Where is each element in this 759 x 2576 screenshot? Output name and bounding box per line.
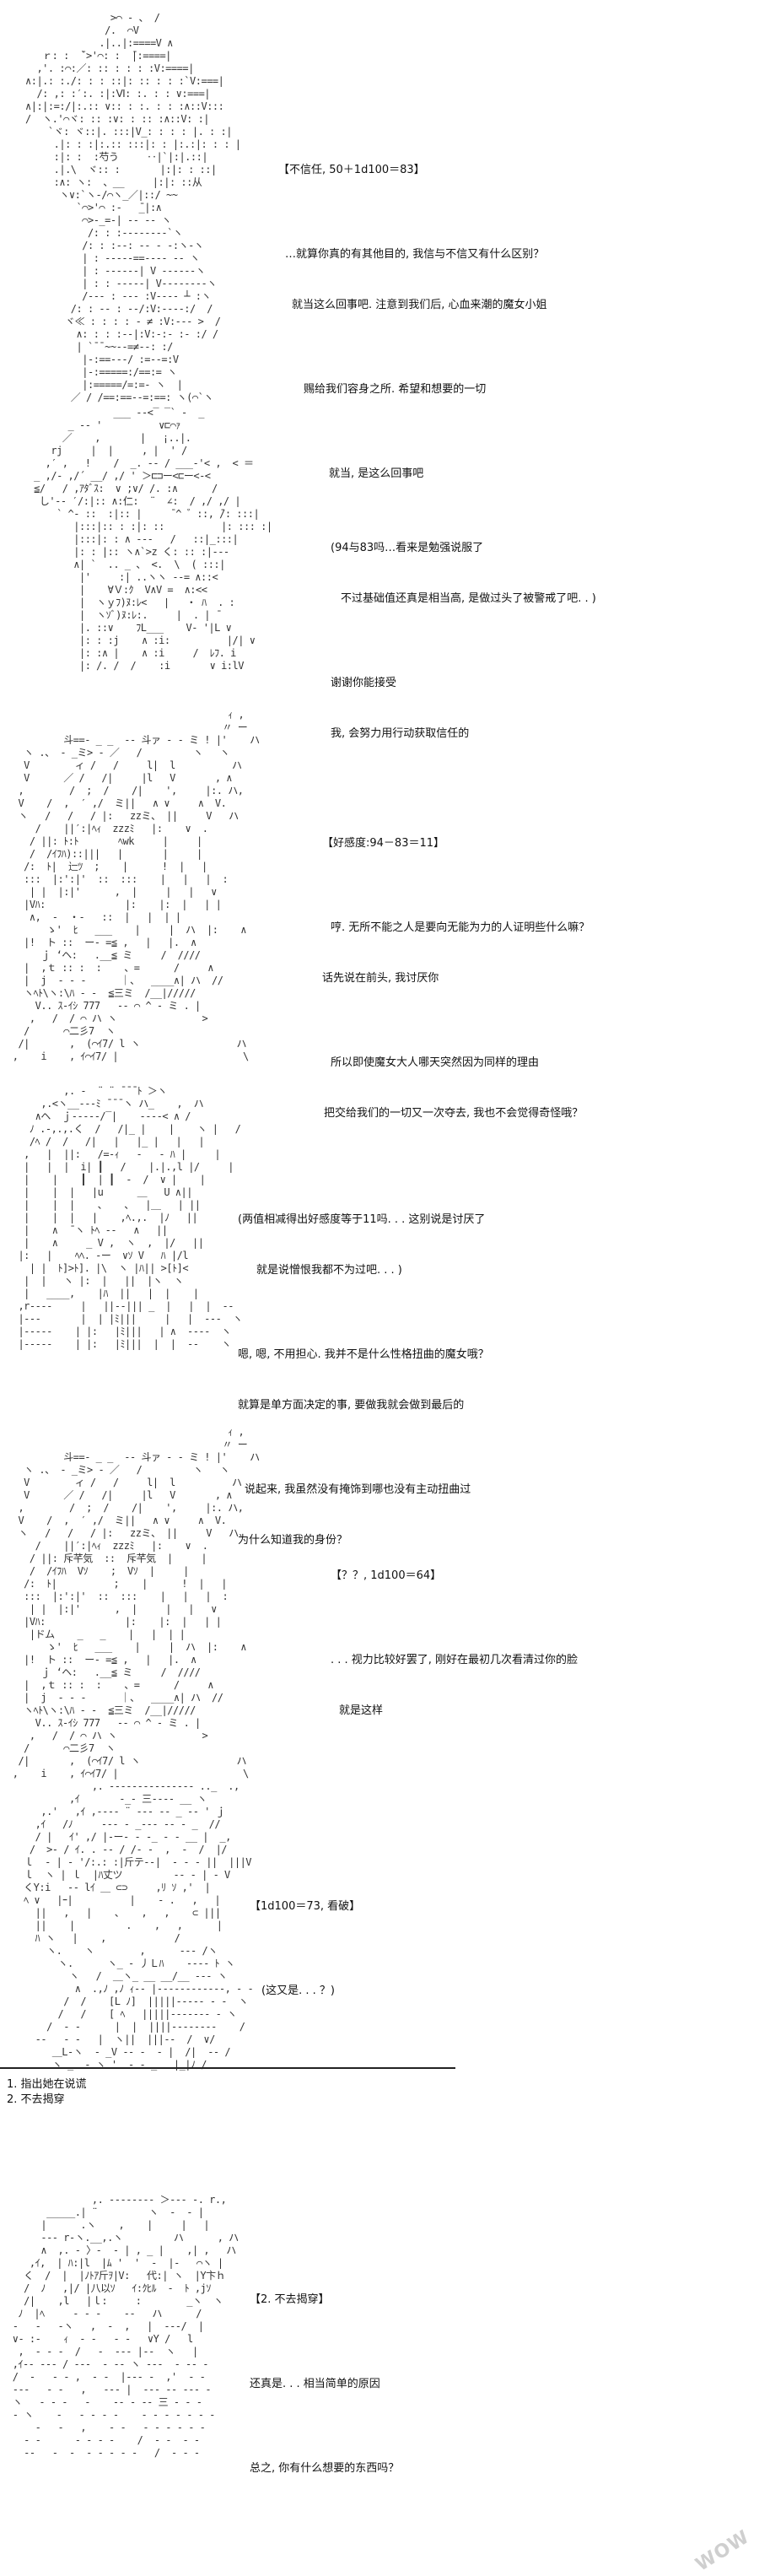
dialogue-line: 嗯, 嗯, 不用担心. 我并不是什么性格扭曲的魔女哦？ bbox=[238, 1348, 489, 1361]
panel-6: ,. ‐‐‐‐‐‐‐‐‐‐‐‐‐‐‐ .._ ., ,ｲ ‐_‐ 三‐‐‐‐ _… bbox=[0, 1780, 759, 2071]
dialogue-text: 【1d100＝73, 看破】 (这又是. . . ？) bbox=[250, 1865, 360, 2017]
ascii-art-character: ,. ‐‐‐‐‐‐‐‐ ＞‐‐‐ ‐. r., _____.| ¨ ヽ ‐ ‐ … bbox=[12, 2194, 239, 2459]
panel-2: ___ -‐<‾ ‾` ‐ _ _ -‐ ' ∨⊏⌒ｧ ／ , | ¡..|. … bbox=[0, 397, 759, 740]
dialogue-line: 就算是单方面决定的事, 要做我就会做到最后的 bbox=[238, 1399, 465, 1412]
choices-divider bbox=[0, 2067, 455, 2069]
dialogue-line: (94与83吗…看来是勉强说服了 bbox=[331, 542, 484, 554]
ascii-art-character: ___ -‐<‾ ‾` ‐ _ _ -‐ ' ∨⊏⌒ｧ ／ , | ¡..|. … bbox=[34, 407, 272, 672]
panel-4: ,. ‐ ¨ ¨ ̄ ̄ ̄ ﾄ ＞ヽ ,.<ヽ__-‐-ﾐ ̄ ̄ ̄ ヽ ハ… bbox=[0, 1055, 759, 1547]
dialogue-line: (这又是. . . ？) bbox=[261, 1985, 335, 1997]
dialogue-line: 话先说在前头, 我讨厌你 bbox=[322, 972, 439, 985]
dialogue-text: 【2. 不去揭穿】 还真是. . . 相当简单的原因 总之, 你有什么想要的东西… bbox=[250, 2258, 399, 2494]
choice-list: 1. 指出她在说谎 2. 不去揭穿 bbox=[7, 2077, 87, 2108]
dialogue-line: 把交给我们的一切又一次夺去, 我也不会觉得奇怪哦？ bbox=[324, 1107, 584, 1120]
dialogue-line: 【？？, 1d100＝64】 bbox=[331, 1569, 442, 1582]
dialogue-line: . . . 视力比较好罢了, 刚好在最初几次看清过你的脸 bbox=[331, 1654, 579, 1666]
ascii-art-character: ,. ‐ ¨ ¨ ̄ ̄ ̄ ﾄ ＞ヽ ,.<ヽ__-‐-ﾐ ̄ ̄ ̄ ヽ ハ… bbox=[18, 1085, 243, 1350]
dialogue-line: 就当, 是这么回事吧 bbox=[329, 467, 424, 480]
dialogue-line: 总之, 你有什么想要的东西吗？ bbox=[250, 2462, 400, 2475]
dialogue-line: 不过基础值还真是相当高, 是做过头了被警戒了吧. . ) bbox=[341, 592, 596, 605]
dialogue-line: 谢谢你能接受 bbox=[331, 677, 397, 689]
dialogue-line: 【好感度:94－83＝11】 bbox=[322, 837, 445, 850]
ascii-art-character: ,. ‐‐‐‐‐‐‐‐‐‐‐‐‐‐‐ .._ ., ,ｲ ‐_‐ 三‐‐‐‐ _… bbox=[24, 1780, 254, 2071]
dialogue-line: 【不信任, 50＋1d100＝83】 bbox=[278, 164, 425, 176]
panel-1: >⌒ ‐ 、 / /. ⌒V .|..|:====V ∧ ｒ: : ̄`>'⌒:… bbox=[0, 0, 759, 480]
panel-7: ,. ‐‐‐‐‐‐‐‐ ＞‐‐‐ ‐. r., _____.| ¨ ヽ ‐ ‐ … bbox=[0, 2177, 759, 2573]
dialogue-line: (两值相减得出好感度等于11吗. . . 这别说是讨厌了 bbox=[238, 1213, 486, 1226]
dialogue-line: 【2. 不去揭穿】 bbox=[250, 2293, 330, 2306]
dialogue-text: 【？？, 1d100＝64】 . . . 视力比较好罢了, 刚好在最初几次看清过… bbox=[331, 1534, 578, 1736]
dialogue-text: (94与83吗…看来是勉强说服了 不过基础值还真是相当高, 是做过头了被警戒了吧… bbox=[331, 506, 596, 759]
panel-5: ｨ , 〃 ー 斗==‐ _ _ -- 斗ァ ‐ ‐ ミ ! |' ハ ヽ .、… bbox=[0, 1426, 759, 1780]
panel-3: ｨ , 〃 ー 斗==‐ _ _ -- 斗ァ ‐ ‐ ミ ! |' ハ ヽ .、… bbox=[0, 683, 759, 1120]
dialogue-line: 就是说憎恨我都不为过吧. . . ) bbox=[256, 1264, 402, 1277]
dialogue-line: 还真是. . . 相当简单的原因 bbox=[250, 2378, 380, 2390]
ascii-art-character: ｨ , 〃 ー 斗==‐ _ _ -- 斗ァ ‐ ‐ ミ ! |' ハ ヽ .、… bbox=[12, 1426, 260, 1779]
dialogue-line: 我, 会努力用行动获取信任的 bbox=[331, 727, 470, 740]
ascii-art-character: >⌒ ‐ 、 / /. ⌒V .|..|:====V ∧ ｒ: : ̄`>'⌒:… bbox=[25, 12, 241, 403]
choice-item: 1. 指出她在说谎 bbox=[7, 2078, 87, 2091]
dialogue-line: 哼. 无所不能之人是要向无能为力的人证明些什么嘛？ bbox=[331, 921, 590, 934]
dialogue-line: 为什么知道我的身份？ bbox=[238, 1534, 348, 1547]
dialogue-line: 所以即使魔女大人哪天突然因为同样的理由 bbox=[331, 1056, 540, 1069]
dialogue-line: 就是这样 bbox=[339, 1704, 384, 1717]
dialogue-text: (两值相减得出好感度等于11吗. . . 这别说是讨厌了 就是说憎恨我都不为过吧… bbox=[238, 1178, 489, 1566]
dialogue-text: 【好感度:94－83＝11】 哼. 无所不能之人是要向无能为力的人证明些什么嘛？… bbox=[322, 802, 589, 1139]
dialogue-line: 赐给我们容身之所. 希望和想要的一切 bbox=[304, 383, 487, 396]
dialogue-line: 说起来, 我虽然没有掩饰到哪也没有主动扭曲过 bbox=[245, 1483, 471, 1496]
ascii-art-character: ｨ , 〃 ー 斗==‐ _ _ -- 斗ァ ‐ ‐ ミ ! |' ハ ヽ .、… bbox=[12, 709, 260, 1062]
dialogue-line: …就算你真的有其他目的, 我信与不信又有什么区别？ bbox=[285, 248, 545, 261]
dialogue-text: 【不信任, 50＋1d100＝83】 …就算你真的有其他目的, 我信与不信又有什… bbox=[278, 128, 547, 500]
dialogue-line: 【1d100＝73, 看破】 bbox=[250, 1900, 361, 1913]
dialogue-line: 就当这么回事吧. 注意到我们后, 心血来潮的魔女小姐 bbox=[292, 299, 547, 311]
choice-item: 2. 不去揭穿 bbox=[7, 2093, 65, 2106]
